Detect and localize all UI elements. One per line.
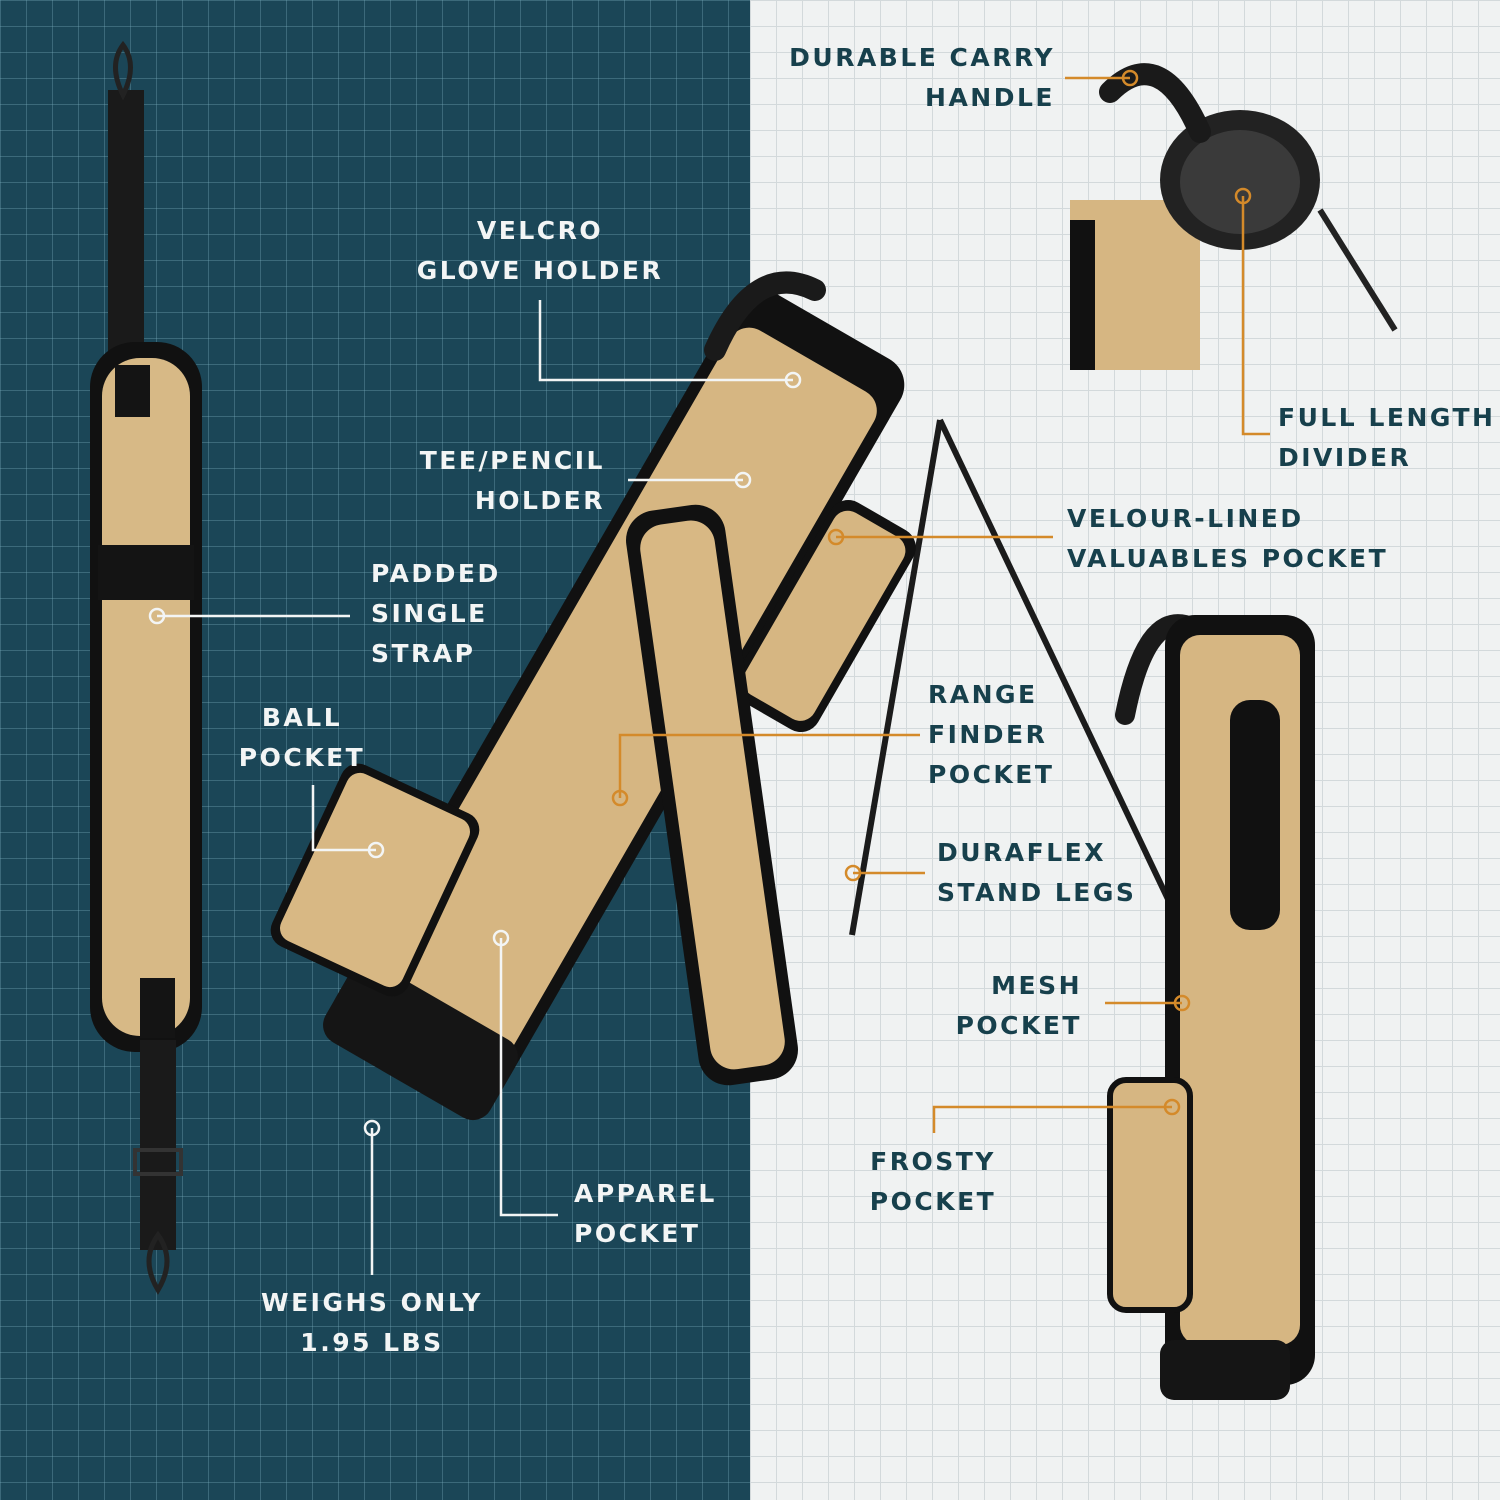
label-line: DURABLE CARRY — [789, 43, 1055, 72]
label-durable-carry-handle: DURABLE CARRY HANDLE — [789, 38, 1055, 118]
label-duraflex-stand-legs: DURAFLEX STAND LEGS — [937, 833, 1136, 913]
label-line: VELOUR-LINED — [1067, 504, 1304, 533]
shoulder-strap-image — [90, 40, 202, 1295]
label-line: MESH — [991, 971, 1082, 1000]
label-line: 1.95 LBS — [300, 1328, 444, 1357]
side-bag-image — [1107, 614, 1315, 1400]
label-line: APPAREL — [574, 1179, 717, 1208]
label-line: STRAP — [371, 639, 476, 668]
label-range-finder-pocket: RANGE FINDER POCKET — [928, 675, 1054, 795]
label-ball-pocket: BALL POCKET — [202, 698, 402, 778]
label-line: POCKET — [869, 1187, 997, 1216]
label-line: VALUABLES POCKET — [1067, 544, 1389, 573]
label-line: POCKET — [574, 1219, 701, 1248]
callout-lines — [148, 69, 1270, 1275]
label-frosty-pocket: FROSTY POCKET — [833, 1142, 1033, 1222]
label-valuables-pocket: VELOUR-LINED VALUABLES POCKET — [1067, 499, 1388, 579]
label-padded-single-strap: PADDED SINGLE STRAP — [371, 554, 501, 674]
label-line: VELCRO — [476, 216, 604, 245]
main-bag-image — [270, 271, 1188, 1121]
label-apparel-pocket: APPAREL POCKET — [574, 1174, 717, 1254]
label-line: STAND LEGS — [937, 878, 1137, 907]
label-line: POCKET — [238, 743, 366, 772]
label-line: FROSTY — [870, 1147, 996, 1176]
label-velcro-glove-holder: VELCRO GLOVE HOLDER — [380, 211, 700, 291]
label-line: BALL — [261, 703, 343, 732]
label-tee-pencil-holder: TEE/PENCIL HOLDER — [420, 441, 605, 521]
label-line: TEE/PENCIL — [419, 446, 605, 475]
label-weight: WEIGHS ONLY 1.95 LBS — [222, 1283, 522, 1363]
label-line: POCKET — [955, 1011, 1082, 1040]
label-line: GLOVE HOLDER — [416, 256, 664, 285]
label-line: FINDER — [928, 720, 1048, 749]
label-line: POCKET — [928, 760, 1055, 789]
label-line: HANDLE — [925, 83, 1055, 112]
label-line: HOLDER — [474, 486, 605, 515]
label-line: RANGE — [928, 680, 1038, 709]
label-full-length-divider: FULL LENGTH DIVIDER — [1278, 398, 1495, 478]
label-line: PADDED — [371, 559, 501, 588]
label-line: FULL LENGTH — [1278, 403, 1496, 432]
label-line: DURAFLEX — [937, 838, 1107, 867]
label-line: WEIGHS ONLY — [261, 1288, 483, 1317]
label-mesh-pocket: MESH POCKET — [956, 966, 1082, 1046]
label-line: SINGLE — [371, 599, 488, 628]
label-line: DIVIDER — [1278, 443, 1412, 472]
top-view-image — [1070, 63, 1398, 370]
